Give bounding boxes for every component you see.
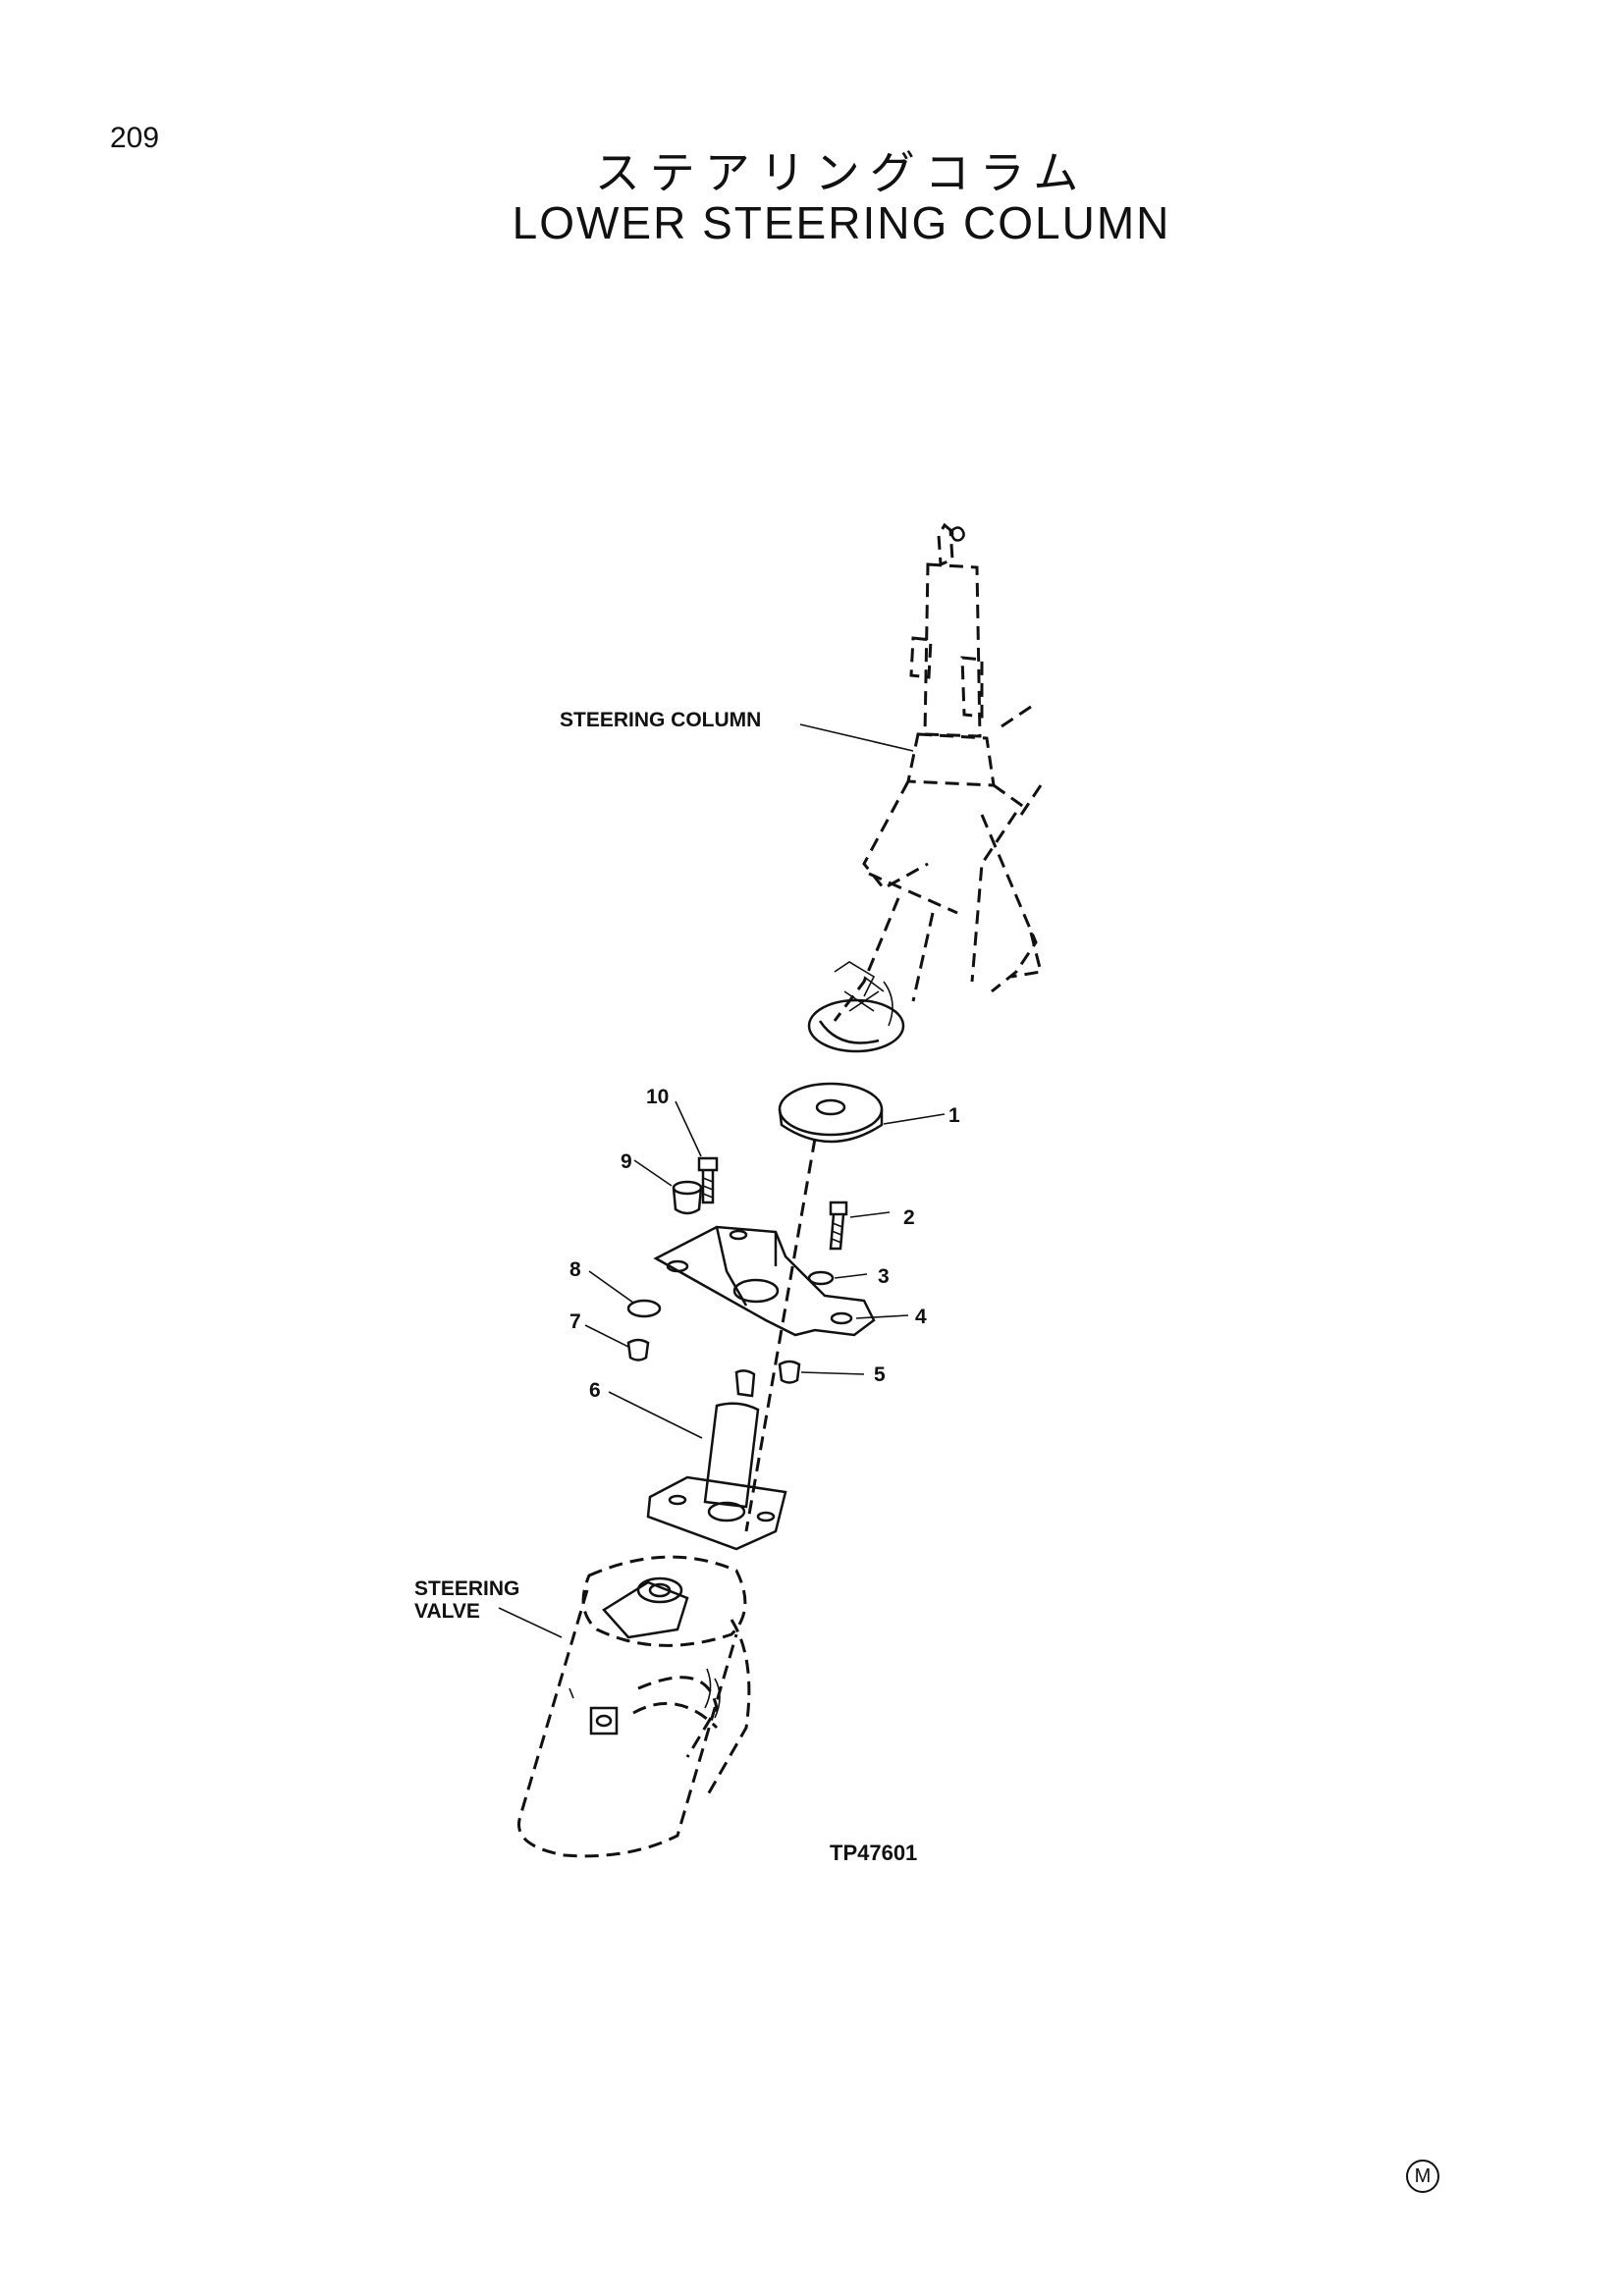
part-number-5: 5	[874, 1363, 886, 1386]
page-title-japanese: ステアリングコラム	[594, 146, 1089, 199]
leader-5	[800, 1371, 865, 1375]
leader-steering-valve	[498, 1607, 563, 1638]
steering-valve-drawing	[517, 1555, 751, 1858]
part-10-bolt	[697, 1156, 719, 1204]
steering-column-drawing	[833, 522, 1043, 1022]
page-title: LOWER STEERING COLUMN	[512, 197, 1171, 248]
leader-4	[855, 1314, 909, 1319]
leader-7	[584, 1324, 629, 1348]
universal-joint-drawing	[807, 961, 905, 1053]
leader-1	[883, 1113, 946, 1125]
part-6-shaft	[646, 1369, 787, 1551]
label-steering-valve-line2: VALVE	[414, 1600, 480, 1623]
part-3-washer	[807, 1270, 835, 1286]
reference-code: TP47601	[830, 1841, 917, 1865]
leader-10	[675, 1100, 702, 1157]
part-number-2: 2	[903, 1206, 915, 1229]
part-number-9: 9	[621, 1150, 632, 1173]
corner-mark: M	[1406, 2160, 1439, 2193]
part-5-nut	[778, 1360, 801, 1384]
part-number-7: 7	[569, 1310, 581, 1333]
part-number-6: 6	[589, 1379, 601, 1402]
leader-3	[834, 1273, 868, 1279]
leader-9	[633, 1159, 673, 1187]
page-number: 209	[110, 122, 160, 154]
leader-8	[588, 1270, 634, 1304]
assembly-axis-line	[744, 1138, 817, 1532]
part-number-3: 3	[878, 1265, 890, 1288]
part-9-nut	[672, 1180, 703, 1215]
part-number-1: 1	[948, 1104, 960, 1127]
part-8-washer	[626, 1299, 662, 1318]
leader-2	[849, 1211, 891, 1218]
part-number-8: 8	[569, 1258, 581, 1281]
label-steering-column: STEERING COLUMN	[560, 709, 761, 731]
part-2-bolt	[829, 1201, 848, 1251]
leader-6	[608, 1391, 703, 1439]
part-4-bracket	[653, 1225, 876, 1337]
part-number-4: 4	[915, 1306, 927, 1328]
part-1-seal	[778, 1082, 884, 1144]
part-number-10: 10	[646, 1086, 669, 1108]
part-7-nut	[626, 1338, 650, 1362]
label-steering-valve-line1: STEERING	[414, 1577, 519, 1600]
leader-steering-column	[799, 723, 914, 752]
